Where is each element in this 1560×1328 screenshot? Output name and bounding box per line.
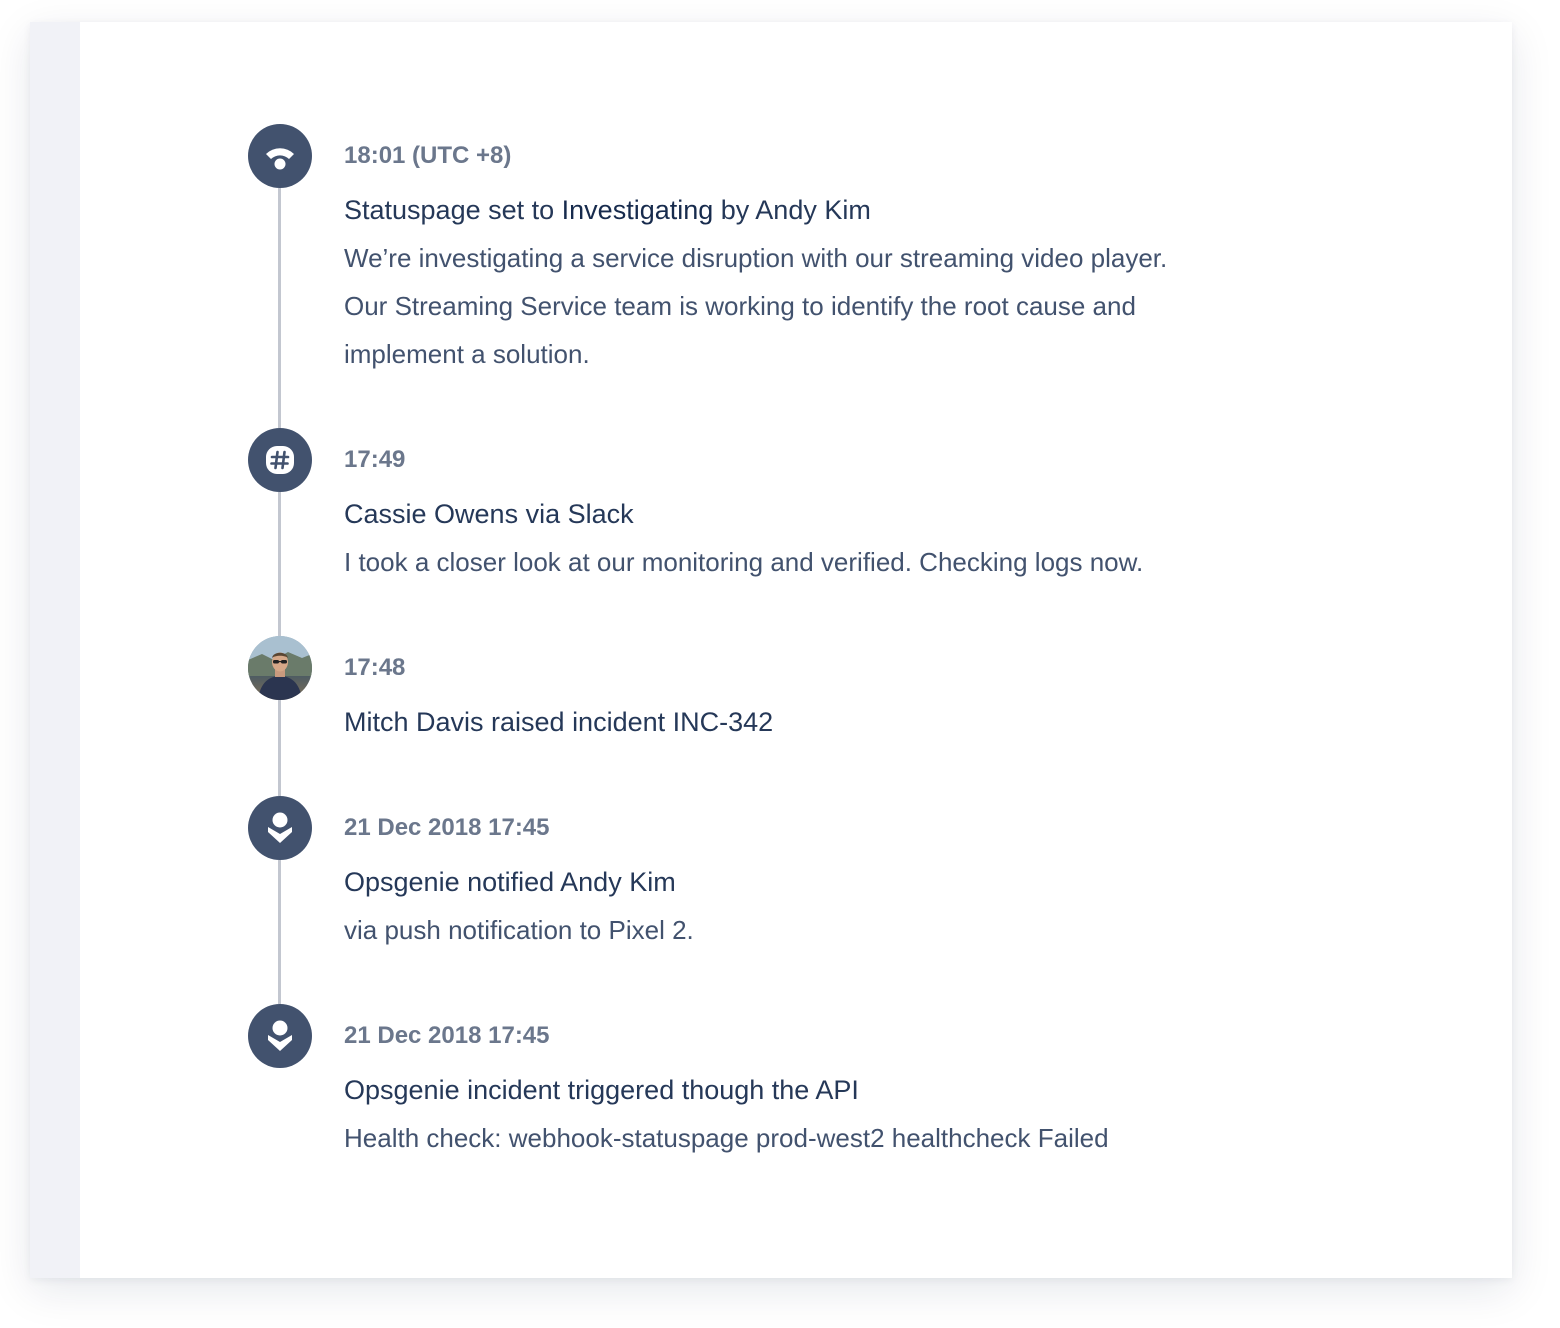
event-title-suffix: by Andy Kim <box>713 195 871 225</box>
event-title: Opsgenie incident triggered though the A… <box>344 1075 859 1105</box>
status-value: Investigating <box>561 195 714 225</box>
incident-timeline: 18:01 (UTC +8) Statuspage set to Investi… <box>30 22 1512 1278</box>
timeline-card: 18:01 (UTC +8) Statuspage set to Investi… <box>30 22 1512 1278</box>
opsgenie-icon <box>248 796 312 860</box>
event-time: 17:49 <box>344 446 406 473</box>
card-left-stripe <box>30 22 80 1278</box>
event-body: Health check: webhook-statuspage prod-we… <box>344 1123 1109 1153</box>
event-title: Opsgenie notified Andy Kim <box>344 867 676 897</box>
event-body: I took a closer look at our monitoring a… <box>344 547 1144 577</box>
event-title: Cassie Owens via Slack <box>344 499 634 529</box>
event-title-prefix: Statuspage set to <box>344 195 562 225</box>
slack-icon <box>248 428 312 492</box>
event-time: 18:01 (UTC +8) <box>344 142 512 169</box>
event-body: We’re investigating a service disruption… <box>344 243 1168 369</box>
user-avatar[interactable] <box>248 636 312 700</box>
timeline-connector <box>278 860 281 1004</box>
event-time: 21 Dec 2018 17:45 <box>344 814 550 841</box>
event-body: via push notification to Pixel 2. <box>344 915 694 945</box>
timeline-connector <box>278 188 281 428</box>
opsgenie-icon <box>248 1004 312 1068</box>
event-title: Statuspage set to Investigating by Andy … <box>344 186 1404 234</box>
timeline-connector <box>278 700 281 796</box>
event-title: Mitch Davis raised incident INC-342 <box>344 707 774 737</box>
statuspage-icon <box>248 124 312 188</box>
event-time: 21 Dec 2018 17:45 <box>344 1022 550 1049</box>
event-time: 17:48 <box>344 654 406 681</box>
timeline-connector <box>278 492 281 636</box>
